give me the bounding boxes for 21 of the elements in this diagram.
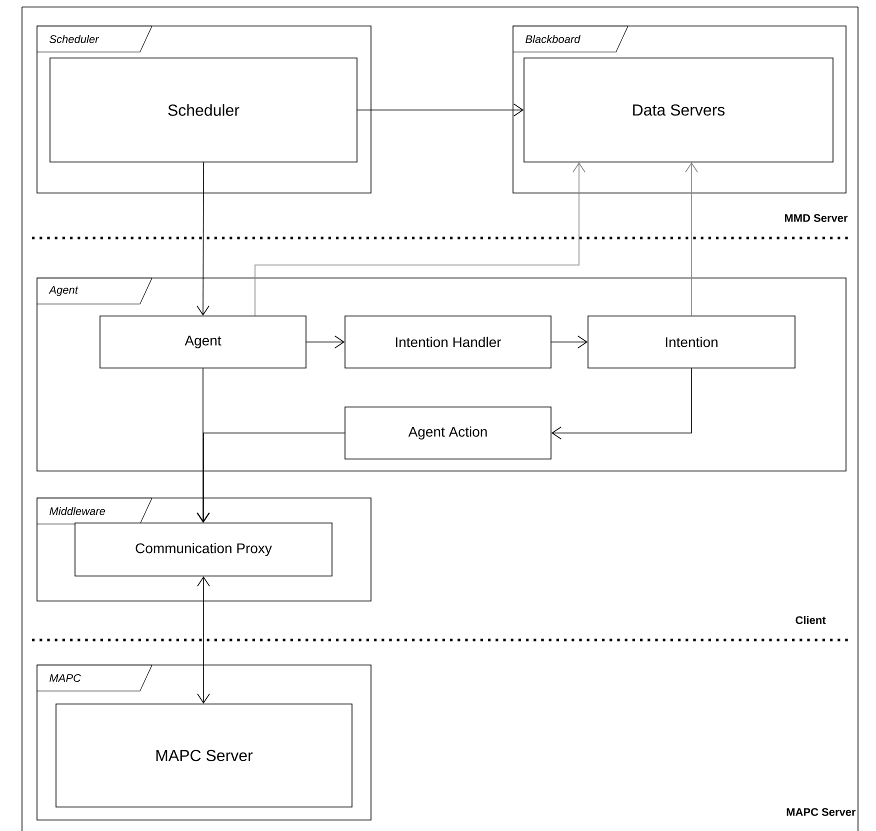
component-box: Intention Handler xyxy=(344,316,552,368)
component-box: MAPC Server xyxy=(56,704,352,808)
layer-label: MMD Server xyxy=(784,214,848,222)
arrow xyxy=(196,368,210,523)
arrow xyxy=(254,162,586,316)
layer-label: MAPC Server xyxy=(786,808,856,816)
arrow xyxy=(196,162,210,316)
arrow xyxy=(685,162,698,316)
arrow xyxy=(197,576,210,704)
arrow xyxy=(197,432,345,523)
arrow xyxy=(551,336,588,348)
arrow xyxy=(306,336,345,348)
component-box: Agent xyxy=(100,316,306,368)
arrow xyxy=(357,104,524,116)
component-box: Data Servers xyxy=(524,58,834,162)
layer-label: Client xyxy=(796,616,826,624)
component-box: Agent Action xyxy=(344,406,552,460)
component-box: Intention xyxy=(588,316,796,368)
component-box: Scheduler xyxy=(50,58,358,162)
component-box: Communication Proxy xyxy=(74,522,332,576)
arrow xyxy=(551,368,692,440)
